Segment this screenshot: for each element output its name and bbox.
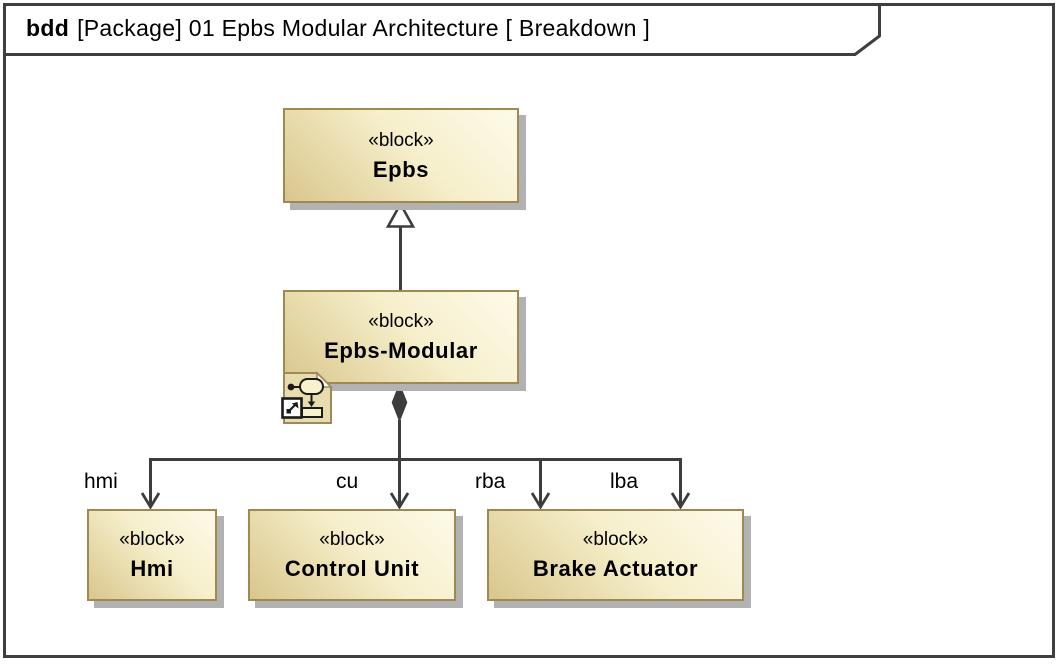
role-label-rba: rba: [475, 470, 506, 493]
mini-rounded-node: [299, 378, 324, 395]
block-name: Brake Actuator: [532, 556, 699, 581]
block-epbs[interactable]: «block» Epbs: [283, 108, 519, 203]
block-stereotype: «block»: [119, 529, 185, 550]
mini-arrowhead: [307, 401, 316, 407]
block-stereotype: «block»: [368, 129, 434, 151]
block-epbs-modular[interactable]: «block» Epbs-Modular: [283, 290, 519, 384]
frame-title: bdd [Package] 01 Epbs Modular Architectur…: [26, 15, 650, 42]
block-name: Epbs-Modular: [324, 338, 478, 363]
mini-rect-node: [301, 407, 323, 418]
role-label-cu: cu: [336, 470, 359, 493]
block-control-unit[interactable]: «block» Control Unit: [248, 509, 456, 601]
block-name: Hmi: [130, 556, 174, 581]
role-label-hmi: hmi: [84, 470, 118, 493]
frame-title-keyword: bdd: [26, 15, 70, 41]
diagram-shortcut-icon[interactable]: [280, 370, 334, 426]
mini-node-dot: [287, 383, 295, 391]
shortcut-arrowhead: [291, 402, 299, 409]
shortcut-arrow-line: [288, 404, 296, 412]
frame-title-text: [Package] 01 Epbs Modular Architecture […: [77, 15, 651, 41]
block-name: Control Unit: [284, 556, 420, 581]
block-hmi[interactable]: «block» Hmi: [87, 509, 217, 601]
block-stereotype: «block»: [582, 529, 649, 550]
role-label-lba: lba: [610, 470, 639, 493]
block-stereotype: «block»: [319, 529, 385, 550]
block-brake-actuator[interactable]: «block» Brake Actuator: [487, 509, 744, 601]
block-stereotype: «block»: [368, 311, 434, 332]
shortcut-arrow-tail: [286, 409, 291, 414]
block-name: Epbs: [372, 156, 430, 182]
